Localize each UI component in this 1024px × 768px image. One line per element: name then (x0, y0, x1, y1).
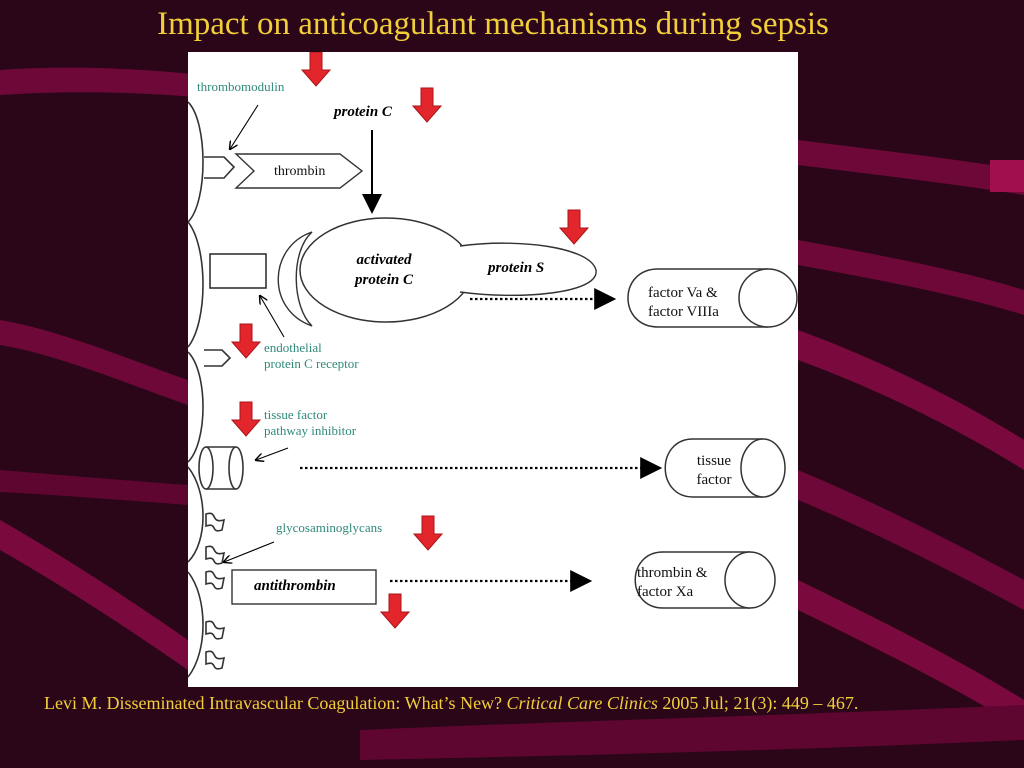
endothelial-cell-wall (188, 101, 267, 678)
factor-va-viiia-cylinder (627, 268, 798, 328)
glycosaminoglycans-label: glycosaminoglycans (276, 520, 383, 535)
down-arrow-thrombomodulin-icon (300, 52, 332, 87)
antithrombin-box (231, 569, 377, 605)
tfpi-pointer (256, 447, 289, 460)
factor-va-line2: factor VIIIa (648, 304, 719, 320)
antithrombin-label: antithrombin (254, 578, 336, 594)
tissue-factor-label: tissue factor (686, 452, 742, 490)
thrombin-xa-cylinder (634, 551, 776, 609)
apc-label-line1: activated (356, 252, 412, 268)
tissue-factor-cylinder (664, 438, 786, 498)
thrombin-shape (234, 153, 364, 189)
epcr-pointer (260, 296, 285, 338)
citation-journal: Critical Care Clinics (506, 693, 658, 713)
citation-text: Levi M. Disseminated Intravascular Coagu… (44, 693, 507, 713)
thrombomodulin-pointer (230, 104, 259, 149)
thrombin-label: thrombin (274, 164, 326, 179)
factor-va-line1: factor Va & (648, 285, 718, 301)
down-arrow-protein-s-icon (558, 209, 590, 245)
apc-label-line2: protein C (355, 272, 413, 288)
epcr-label: endothelial protein C receptor (264, 340, 359, 372)
thrombomodulin-label: thrombomodulin (197, 79, 285, 94)
apc-receptor-crescent (277, 231, 313, 327)
citation: Levi M. Disseminated Intravascular Coagu… (44, 690, 964, 716)
activated-protein-c-label: activated protein C (334, 250, 434, 290)
thrombin-xa-line2: factor Xa (637, 584, 694, 600)
tfpi-line1: tissue factor (264, 407, 328, 422)
tfpi-line2: pathway inhibitor (264, 423, 357, 438)
factor-va-label: factor Va & factor VIIIa (648, 284, 719, 322)
thrombin-xa-line1: thrombin & (637, 565, 708, 581)
thrombin-xa-label: thrombin & factor Xa (637, 564, 707, 602)
tissue-factor-line2: factor (696, 472, 732, 488)
down-arrow-tfpi-icon (230, 401, 262, 437)
epcr-line2: protein C receptor (264, 356, 359, 371)
protein-s-shape (459, 242, 597, 296)
epcr-line1: endothelial (264, 340, 322, 355)
slide-title: Impact on anticoagulant mechanisms durin… (157, 6, 829, 42)
protein-c-label: protein C (334, 104, 392, 120)
tfpi-label: tissue factor pathway inhibitor (264, 407, 356, 439)
down-arrow-protein-c-icon (411, 87, 443, 123)
protein-s-label: protein S (488, 260, 545, 276)
down-arrow-glycosaminoglycans-icon (412, 515, 444, 551)
citation-details: 2005 Jul; 21(3): 449 – 467. (657, 693, 859, 713)
down-arrow-epcr-icon (230, 323, 262, 359)
down-arrow-antithrombin-icon (379, 593, 411, 629)
anticoagulant-diagram: thrombomodulin protein C thrombin activa… (188, 52, 798, 687)
tissue-factor-line1: tissue (696, 453, 732, 469)
glycosaminoglycans-pointer (224, 541, 275, 562)
